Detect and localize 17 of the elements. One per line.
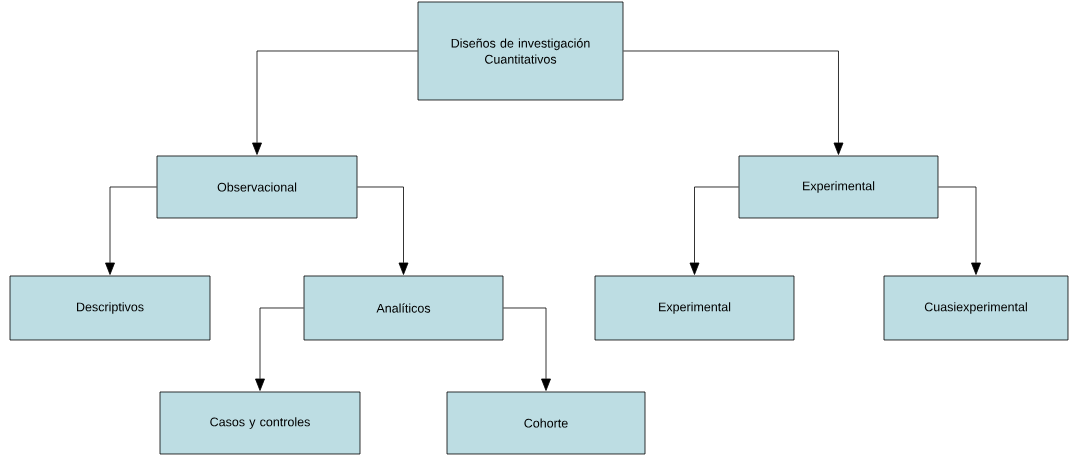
category-box: Casos y controles xyxy=(159,391,361,455)
arrow xyxy=(623,50,844,155)
category-box: Observacional xyxy=(156,155,358,219)
arrow xyxy=(689,186,739,275)
arrow xyxy=(255,307,304,391)
category-box: Analíticos xyxy=(303,275,504,341)
category-box: Cohorte xyxy=(446,391,646,455)
arrow xyxy=(252,50,418,155)
arrow xyxy=(503,307,551,391)
category-box: Cuasiexperimental xyxy=(883,275,1069,341)
category-box: Diseños de investigación Cuantitativos xyxy=(417,1,624,101)
category-box: Descriptivos xyxy=(9,275,211,341)
category-box: Experimental xyxy=(594,275,795,341)
category-box: Experimental xyxy=(738,155,939,219)
arrow xyxy=(357,186,409,275)
arrow xyxy=(938,186,981,275)
arrow xyxy=(105,186,157,275)
